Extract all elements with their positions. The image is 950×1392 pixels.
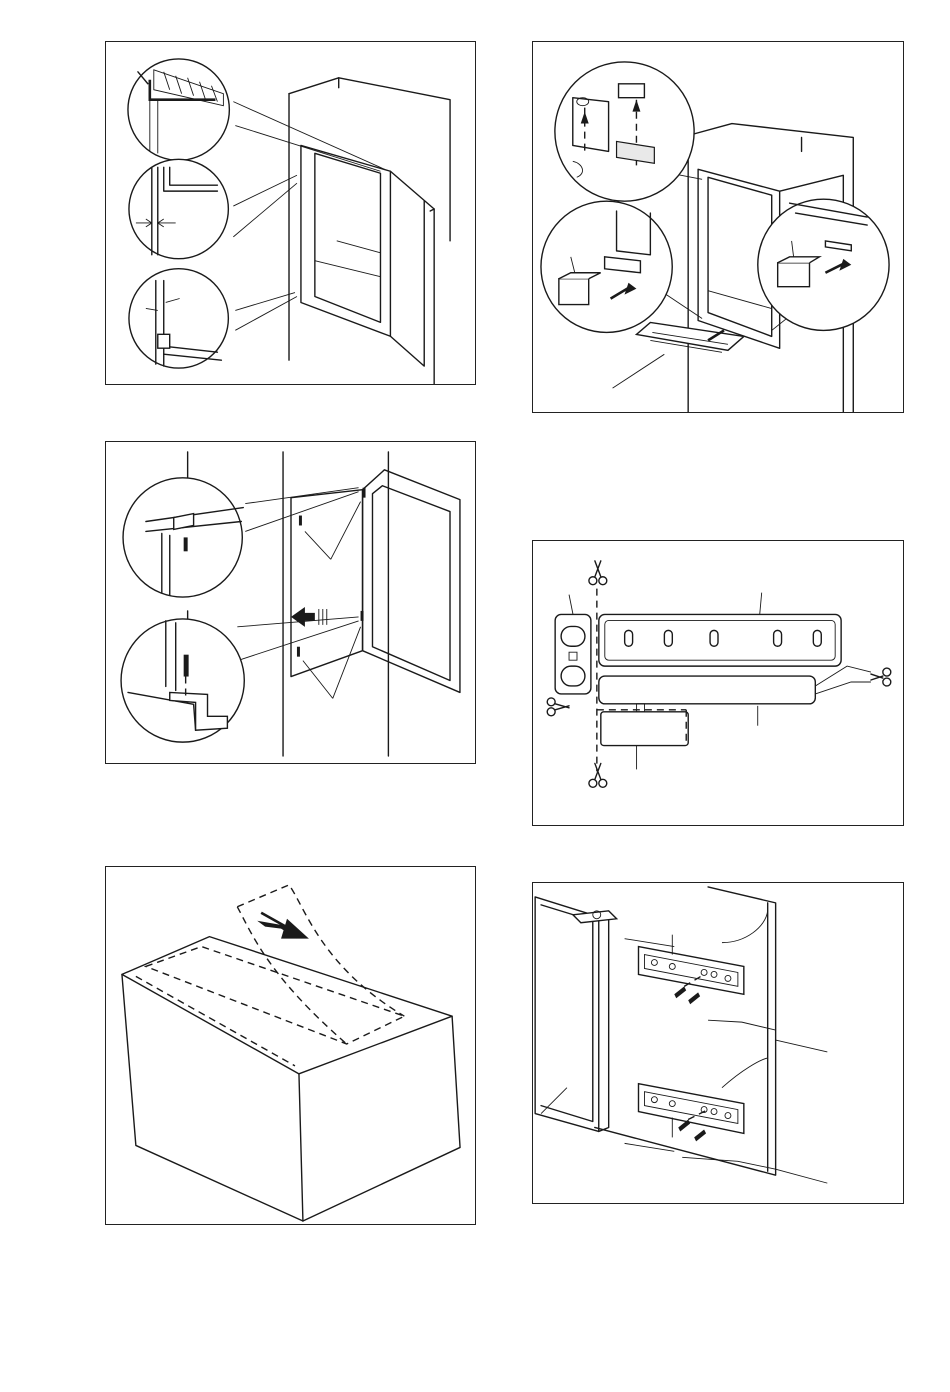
scissors-icon-left [547,698,569,716]
scissors-icon-bottom [589,763,607,787]
panel-door-gap-check [105,41,476,385]
panel-door-screw-fixing [105,441,476,764]
cover-strip-illustration [106,867,475,1224]
bracket-mounting-illustration [533,883,903,1203]
panel-cover-strip-removal [105,866,476,1225]
screws [297,488,366,657]
vent-grille-illustration [533,42,903,412]
scissors-icon-right [871,668,891,686]
panel-guide-rail-cutting [532,540,904,826]
door-gap-illustration [106,42,475,384]
guide-rail-illustration [533,541,903,825]
door-screw-illustration [106,442,475,763]
panel-vent-grille-fitting [532,41,904,413]
scissors-icon [589,561,607,585]
panel-door-bracket-mounting [532,882,904,1204]
